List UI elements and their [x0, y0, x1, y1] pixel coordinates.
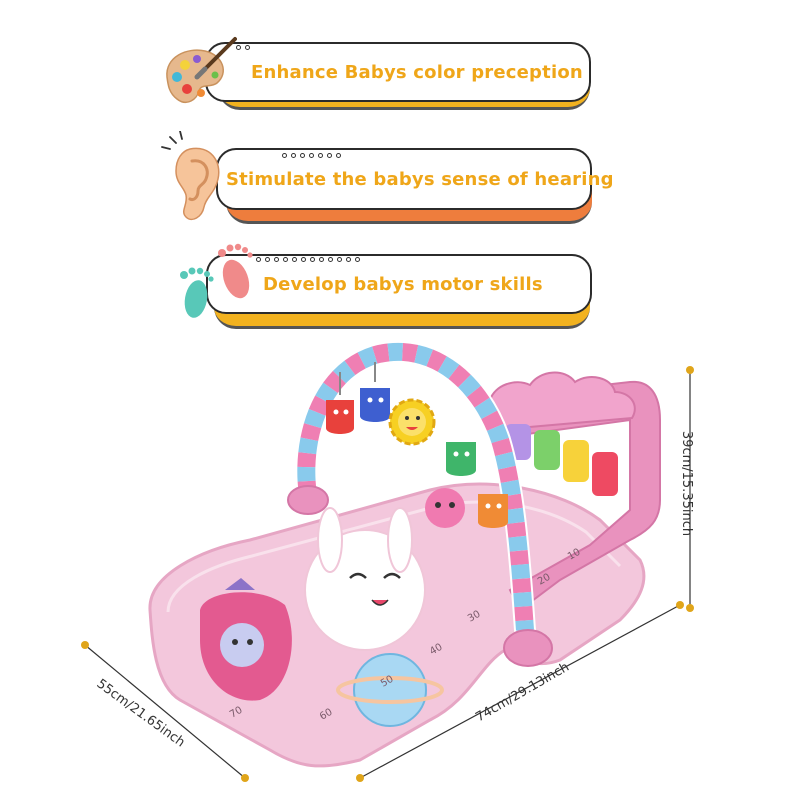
- hanging-toy-orange: [478, 494, 508, 528]
- hanging-toy-green: [446, 442, 476, 476]
- color-palette-icon: [166, 37, 237, 103]
- piano-key-yellow: [563, 440, 589, 482]
- height-dimension-label: 39cm/15.35inch: [679, 430, 695, 537]
- feature-motor-skills: Develop babys motor skills: [0, 237, 800, 329]
- hanging-toy-blue: [360, 388, 390, 422]
- octopus-character: [425, 488, 465, 528]
- feature-label: Develop babys motor skills: [263, 273, 543, 295]
- mat-ruler: 10 20 30 40 50 60 70: [228, 547, 583, 723]
- piano-key-red: [592, 452, 618, 496]
- decorative-dots: [256, 257, 360, 262]
- depth-dimension-line: [84, 644, 246, 779]
- dimension-lines: [84, 370, 691, 779]
- feature-label: Enhance Babys color preception: [251, 61, 583, 83]
- footprints-icon: [180, 243, 253, 318]
- hanging-toy-red: [326, 400, 354, 434]
- feature-banner: Develop babys motor skills: [206, 254, 592, 314]
- feature-color-perception: Enhance Babys color preception: [0, 25, 800, 115]
- piano-cloud-top: [488, 371, 636, 432]
- decorative-dots: [236, 45, 250, 50]
- planet: [353, 653, 427, 727]
- feature-banner: Enhance Babys color preception: [205, 42, 591, 102]
- feature-label: Stimulate the babys sense of hearing: [226, 168, 614, 190]
- arch-base-left: [287, 485, 329, 515]
- decorative-dots: [282, 153, 341, 158]
- feature-banner: Stimulate the babys sense of hearing: [216, 148, 614, 210]
- piano-key-green: [534, 430, 560, 470]
- arch-base-right: [503, 629, 553, 667]
- width-dimension-line: [359, 604, 681, 779]
- feature-hearing: Stimulate the babys sense of hearing: [0, 131, 800, 224]
- dimension-endpoints: [81, 366, 694, 782]
- ear-icon: [161, 131, 220, 221]
